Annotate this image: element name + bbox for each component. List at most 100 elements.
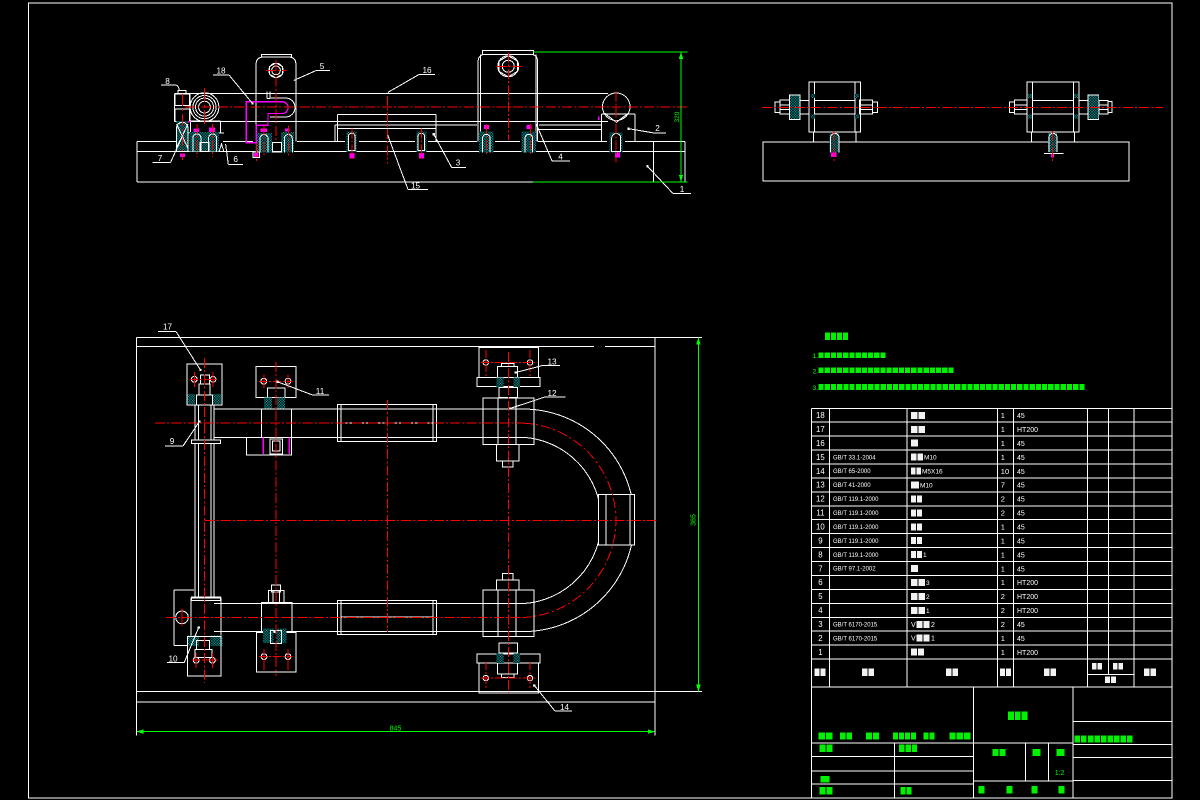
svg-text:7: 7 [818, 564, 822, 573]
svg-text:45: 45 [1017, 483, 1025, 490]
svg-text:5: 5 [320, 62, 325, 71]
svg-text:13: 13 [816, 481, 825, 490]
svg-text:2: 2 [1001, 592, 1005, 601]
svg-text:10: 10 [168, 654, 178, 663]
svg-text:7: 7 [158, 154, 163, 163]
svg-text:9: 9 [170, 437, 175, 446]
svg-text:45: 45 [1017, 497, 1025, 504]
svg-text:12: 12 [816, 495, 825, 504]
svg-text:M10: M10 [924, 455, 937, 462]
svg-text:3: 3 [456, 159, 461, 168]
svg-text:17: 17 [163, 323, 173, 332]
svg-text:45: 45 [1017, 622, 1025, 629]
svg-text:1: 1 [1001, 439, 1005, 448]
svg-text:1: 1 [1001, 536, 1005, 545]
svg-text:4: 4 [558, 153, 563, 162]
svg-text:GB/T 65-2000: GB/T 65-2000 [833, 469, 871, 475]
svg-text:18: 18 [216, 67, 226, 76]
svg-text:365: 365 [691, 514, 698, 526]
svg-text:10: 10 [816, 523, 825, 532]
svg-text:2: 2 [926, 594, 930, 601]
svg-text:HT200: HT200 [1017, 594, 1038, 601]
svg-text:GB/T 119.1-2000: GB/T 119.1-2000 [833, 497, 879, 503]
svg-text:8: 8 [818, 550, 822, 559]
svg-text:9: 9 [818, 536, 822, 545]
svg-text:1: 1 [1001, 634, 1005, 643]
svg-text:2: 2 [1001, 495, 1005, 504]
svg-text:2: 2 [1001, 606, 1005, 615]
svg-text:HT200: HT200 [1017, 580, 1038, 587]
svg-text:V: V [911, 636, 916, 643]
svg-text:M10: M10 [920, 483, 933, 490]
svg-text:1: 1 [931, 636, 935, 643]
svg-text:1: 1 [926, 608, 930, 615]
svg-text:14: 14 [560, 703, 570, 712]
svg-text:2: 2 [655, 124, 660, 133]
svg-text:45: 45 [1017, 566, 1025, 573]
svg-text:GB/T 119.1-2000: GB/T 119.1-2000 [833, 525, 879, 531]
svg-text:45: 45 [1017, 525, 1025, 532]
svg-text:45: 45 [1017, 413, 1025, 420]
svg-text:M5X16: M5X16 [922, 469, 943, 476]
svg-text:1: 1 [1001, 453, 1005, 462]
svg-text:1: 1 [1001, 523, 1005, 532]
svg-text:2: 2 [1001, 509, 1005, 518]
svg-text:1: 1 [1001, 425, 1005, 434]
svg-text:4: 4 [818, 606, 823, 615]
svg-text:GB/T 6170-2015: GB/T 6170-2015 [833, 636, 878, 642]
svg-text:1:2: 1:2 [1055, 770, 1065, 777]
svg-text:11: 11 [816, 509, 824, 518]
svg-text:1: 1 [818, 648, 822, 657]
svg-text:11: 11 [316, 387, 325, 396]
svg-text:3.: 3. [813, 385, 819, 392]
svg-text:2: 2 [931, 622, 935, 629]
svg-text:320: 320 [674, 111, 681, 122]
svg-text:45: 45 [1017, 441, 1025, 448]
svg-text:1: 1 [923, 552, 927, 559]
svg-text:12: 12 [547, 389, 557, 398]
svg-text:GB/T 97.1-2002: GB/T 97.1-2002 [833, 567, 876, 573]
svg-text:1: 1 [1001, 411, 1005, 420]
svg-text:15: 15 [816, 453, 825, 462]
svg-text:5: 5 [818, 592, 823, 601]
svg-text:845: 845 [390, 726, 402, 733]
svg-text:6: 6 [818, 578, 822, 587]
svg-text:17: 17 [816, 425, 825, 434]
svg-text:1: 1 [1001, 550, 1005, 559]
svg-text:45: 45 [1017, 538, 1025, 545]
svg-text:GB/T 119.1-2000: GB/T 119.1-2000 [833, 539, 879, 545]
svg-text:HT200: HT200 [1017, 608, 1038, 615]
svg-text:45: 45 [1017, 511, 1025, 518]
svg-text:GB/T 6170-2015: GB/T 6170-2015 [833, 622, 878, 628]
svg-text:13: 13 [547, 357, 557, 366]
svg-text:45: 45 [1017, 455, 1025, 462]
svg-text:14: 14 [816, 467, 825, 476]
svg-text:6: 6 [233, 155, 238, 164]
svg-text:V: V [911, 622, 916, 629]
svg-text:16: 16 [422, 66, 432, 75]
svg-text:10: 10 [1001, 467, 1009, 476]
svg-text:8: 8 [165, 77, 170, 86]
svg-text:45: 45 [1017, 552, 1025, 559]
svg-text:HT200: HT200 [1017, 650, 1038, 657]
svg-text:15: 15 [411, 182, 421, 191]
svg-text:18: 18 [816, 411, 825, 420]
svg-text:GB/T 119.1-2000: GB/T 119.1-2000 [833, 553, 879, 559]
svg-text:GB/T 41-2000: GB/T 41-2000 [833, 483, 871, 489]
svg-text:HT200: HT200 [1017, 427, 1038, 434]
svg-text:2.: 2. [813, 369, 819, 376]
svg-text:1: 1 [1001, 564, 1005, 573]
svg-text:16: 16 [816, 439, 825, 448]
svg-text:3: 3 [926, 580, 930, 587]
svg-text:45: 45 [1017, 469, 1025, 476]
svg-text:2: 2 [1001, 620, 1005, 629]
svg-text:1: 1 [680, 185, 685, 194]
svg-text:45: 45 [1017, 636, 1025, 643]
svg-text:7: 7 [1001, 481, 1005, 490]
svg-text:1.: 1. [813, 353, 819, 360]
svg-text:2: 2 [818, 634, 822, 643]
svg-text:1: 1 [1001, 578, 1005, 587]
svg-text:1: 1 [1001, 648, 1005, 657]
svg-text:GB/T 119.1-2000: GB/T 119.1-2000 [833, 511, 879, 517]
svg-text:GB/T 33.1-2004: GB/T 33.1-2004 [833, 455, 876, 461]
